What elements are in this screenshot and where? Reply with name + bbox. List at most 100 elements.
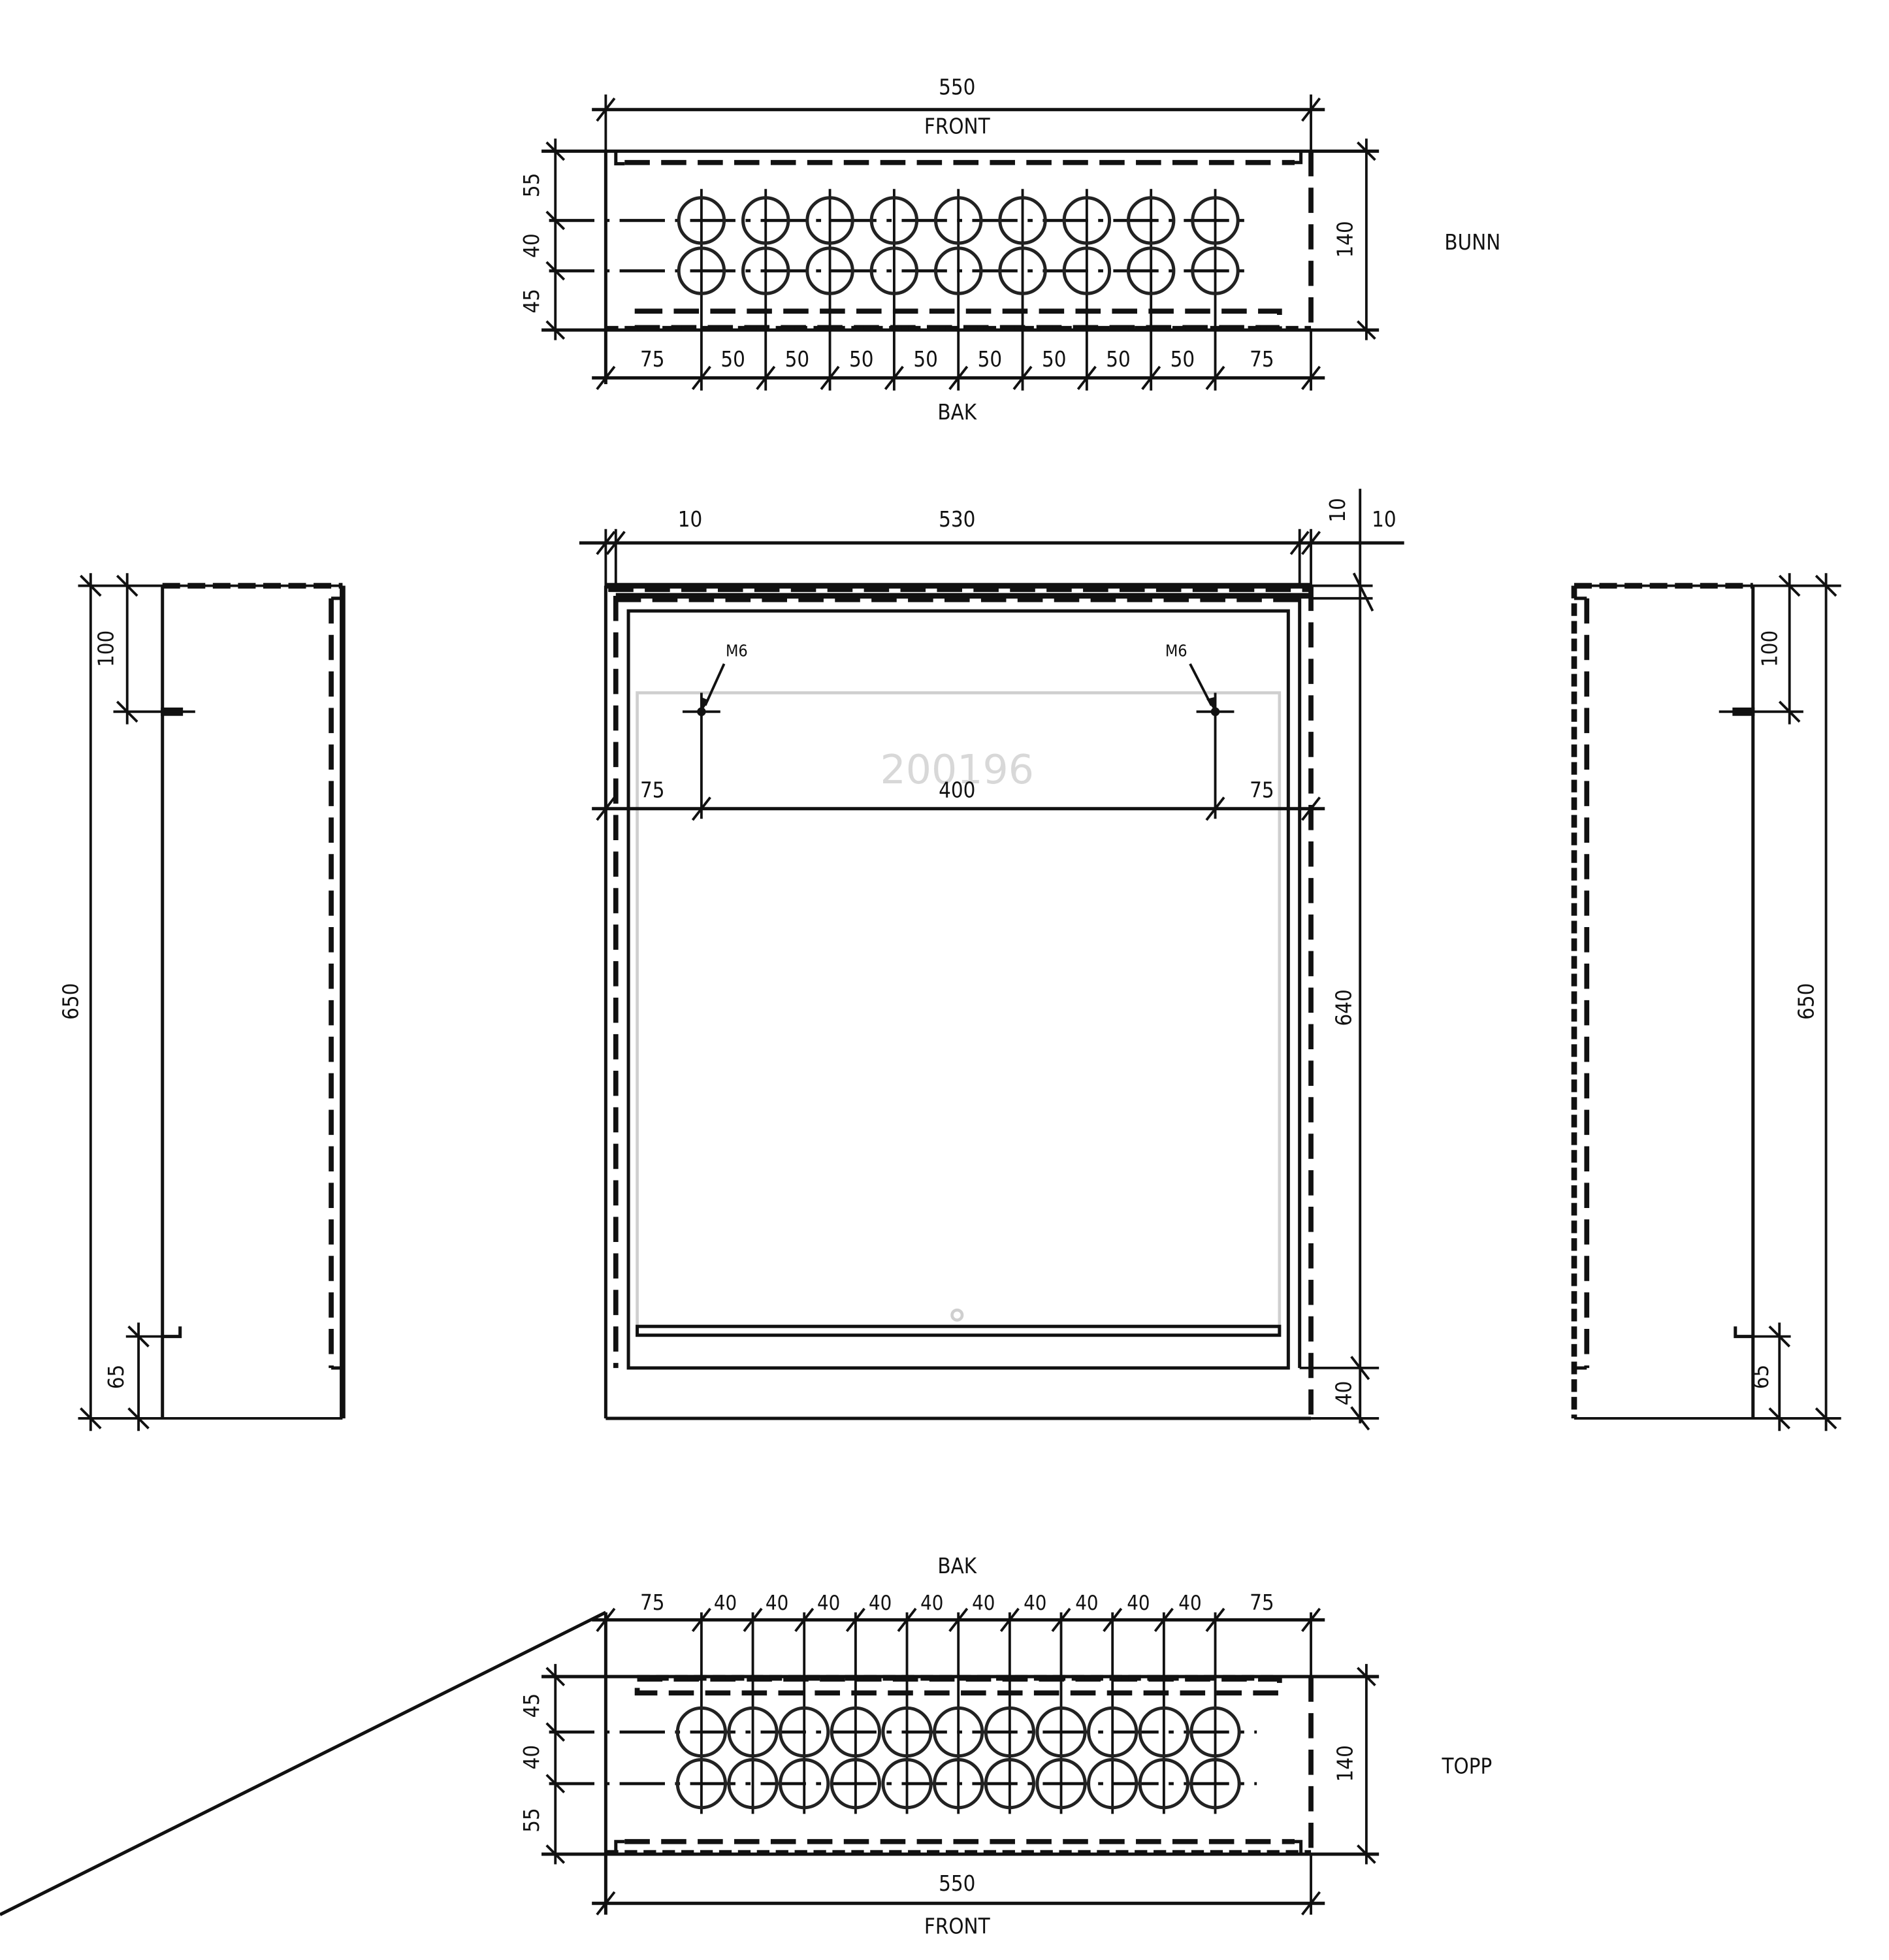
vent-hole bbox=[1138, 1706, 1189, 1758]
left-top-offset: 100 bbox=[94, 630, 119, 667]
mount-label-left: M6 bbox=[726, 642, 748, 661]
top-vent-holes bbox=[675, 1612, 1241, 1814]
top-view: BAK 75 40 40 40 40 40 40 40 40 40 40 75 bbox=[0, 1554, 1492, 1938]
top-back-label: BAK bbox=[937, 1554, 977, 1578]
top-spacing: 40 bbox=[1178, 1592, 1201, 1615]
top-offset-1: 45 bbox=[519, 1693, 544, 1718]
vent-hole bbox=[933, 196, 983, 245]
mount-point-right: M6 bbox=[1165, 642, 1235, 819]
mount-spacing-right: 75 bbox=[1250, 777, 1274, 802]
vent-hole bbox=[805, 196, 854, 245]
top-spacing: 40 bbox=[972, 1592, 995, 1615]
front-left-offset: 10 bbox=[678, 507, 703, 532]
watermark: 200196 bbox=[880, 746, 1035, 793]
vent-hole bbox=[881, 1706, 933, 1758]
top-offset-2: 40 bbox=[519, 1745, 544, 1770]
right-height-label: 650 bbox=[1794, 983, 1818, 1020]
top-spacing: 40 bbox=[869, 1592, 892, 1615]
bottom-offset-1: 55 bbox=[519, 173, 544, 198]
bottom-offset-2: 40 bbox=[519, 233, 544, 258]
vent-hole bbox=[984, 1706, 1036, 1758]
bottom-view: 550 FRONT 55 40 45 140 BUNN bbox=[519, 75, 1500, 425]
vent-hole bbox=[1035, 1757, 1087, 1810]
vent-hole bbox=[830, 1706, 882, 1758]
vent-hole bbox=[1062, 196, 1112, 245]
topp-label: TOPP bbox=[1442, 1754, 1493, 1779]
vent-hole bbox=[1087, 1757, 1138, 1810]
bottom-vent-holes bbox=[677, 189, 1240, 391]
vent-hole bbox=[1062, 246, 1112, 295]
mount-spacing-left: 75 bbox=[640, 777, 665, 802]
vent-hole bbox=[779, 1706, 830, 1758]
vent-hole bbox=[830, 1757, 882, 1810]
vent-hole bbox=[741, 246, 790, 295]
top-spacing: 75 bbox=[1250, 1590, 1274, 1615]
vent-hole bbox=[933, 1706, 984, 1758]
vent-hole bbox=[677, 246, 726, 295]
vent-hole bbox=[1191, 196, 1240, 245]
bottom-spacing: 50 bbox=[785, 347, 810, 372]
vent-hole bbox=[805, 246, 854, 295]
vent-hole bbox=[1087, 1706, 1138, 1758]
bottom-spacing: 50 bbox=[913, 347, 938, 372]
front-height-label: 640 bbox=[1332, 989, 1357, 1026]
top-offset-3: 55 bbox=[519, 1808, 544, 1833]
bottom-width-label: 550 bbox=[939, 75, 975, 100]
bottom-back-label: BAK bbox=[937, 400, 977, 425]
vent-hole bbox=[1189, 1757, 1241, 1810]
mount-spacing-center: 400 bbox=[939, 777, 975, 802]
left-bottom-offset: 65 bbox=[104, 1365, 129, 1390]
vent-hole bbox=[984, 1757, 1036, 1810]
bottom-front-label: FRONT bbox=[924, 114, 991, 139]
vent-hole bbox=[1126, 196, 1176, 245]
bottom-spacing: 50 bbox=[1106, 347, 1131, 372]
top-spacing: 40 bbox=[1024, 1592, 1046, 1615]
left-side-view: 650 100 65 bbox=[59, 573, 346, 1431]
vent-hole bbox=[727, 1757, 779, 1810]
front-base-label: 40 bbox=[1332, 1381, 1357, 1406]
vent-hole bbox=[779, 1757, 830, 1810]
vent-hole bbox=[1126, 246, 1176, 295]
bottom-spacing: 75 bbox=[1250, 347, 1274, 372]
vent-hole bbox=[675, 1757, 728, 1810]
front-view: 10 530 10 10 200196 M6 bbox=[579, 489, 1404, 1431]
bottom-offset-3: 45 bbox=[519, 289, 544, 314]
top-spacing: 75 bbox=[640, 1590, 665, 1615]
vent-hole bbox=[677, 196, 726, 245]
front-inner-width: 530 bbox=[939, 507, 975, 532]
bottom-spacing: 50 bbox=[1171, 347, 1195, 372]
bottom-spacing: 50 bbox=[978, 347, 1003, 372]
right-top-offset: 100 bbox=[1757, 630, 1782, 667]
top-spacing: 40 bbox=[817, 1592, 840, 1615]
bunn-label: BUNN bbox=[1444, 230, 1500, 255]
vent-hole bbox=[933, 246, 983, 295]
vent-hole bbox=[675, 1706, 728, 1758]
bottom-spacing: 50 bbox=[1042, 347, 1067, 372]
vent-hole bbox=[869, 246, 919, 295]
right-bottom-offset: 65 bbox=[1749, 1365, 1773, 1390]
vent-hole bbox=[741, 196, 790, 245]
vent-hole bbox=[1191, 246, 1240, 295]
top-spacing: 40 bbox=[920, 1592, 943, 1615]
front-right-offset-top: 10 bbox=[1325, 498, 1350, 523]
vent-hole bbox=[1035, 1706, 1087, 1758]
top-front-label: FRONT bbox=[924, 1914, 991, 1938]
mount-point-left: M6 bbox=[682, 642, 748, 819]
bottom-spacing: 50 bbox=[720, 347, 745, 372]
mount-label-right: M6 bbox=[1165, 642, 1187, 661]
top-spacing: 40 bbox=[766, 1592, 788, 1615]
top-depth-label: 140 bbox=[1333, 1745, 1358, 1782]
vent-hole bbox=[869, 196, 919, 245]
bottom-depth-label: 140 bbox=[1333, 221, 1358, 257]
vent-hole bbox=[1138, 1757, 1189, 1810]
top-width-label: 550 bbox=[939, 1871, 975, 1896]
bottom-spacing: 75 bbox=[640, 347, 665, 372]
vent-hole bbox=[1189, 1706, 1241, 1758]
left-height-label: 650 bbox=[59, 983, 84, 1020]
top-spacing: 40 bbox=[714, 1592, 737, 1615]
vent-hole bbox=[727, 1706, 779, 1758]
vent-hole bbox=[998, 246, 1047, 295]
bottom-spacing: 50 bbox=[849, 347, 874, 372]
vent-hole bbox=[998, 196, 1047, 245]
